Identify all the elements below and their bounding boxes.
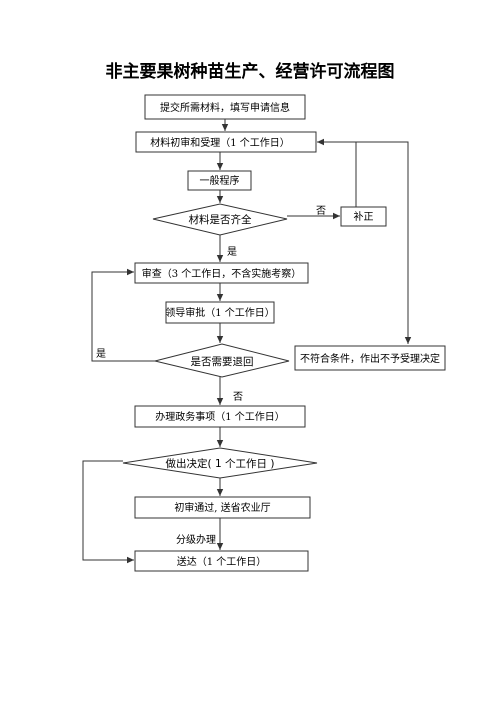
edge-label-no-continue: 否 xyxy=(233,391,243,403)
arrow-to-not-qualified xyxy=(317,141,412,344)
node-general-procedure-label: 一般程序 xyxy=(200,174,240,187)
node-supplement-label: 补正 xyxy=(354,210,374,223)
node-general-procedure: 一般程序 xyxy=(187,170,252,191)
node-need-return: 是否需要退回 xyxy=(154,343,290,378)
connectors xyxy=(82,119,412,564)
node-review-label: 审查（3 个工作日，不含实施考察） xyxy=(142,267,302,280)
node-make-decision: 做出决定( 1 个工作日 ) xyxy=(122,447,318,479)
node-leader-approval-label: 领导审批（1 个工作日） xyxy=(165,306,275,319)
node-handle-affairs: 办理政务事项（1 个工作日） xyxy=(134,405,306,428)
node-handle-affairs-label: 办理政务事项（1 个工作日） xyxy=(155,410,285,423)
node-supplement: 补正 xyxy=(340,206,387,227)
edge-label-graded-handling: 分级办理 xyxy=(176,533,216,546)
edge-label-no-supplement: 否 xyxy=(316,205,326,217)
node-initial-review: 材料初审和受理（1 个工作日） xyxy=(135,131,317,153)
edge-label-yes-review: 是 xyxy=(227,246,237,258)
node-review: 审查（3 个工作日，不含实施考察） xyxy=(134,262,309,284)
node-preliminary-pass-label: 初审通过, 送省农业厅 xyxy=(174,501,270,514)
node-deliver: 送达（1 个工作日） xyxy=(134,550,309,572)
arrow-supplement-back xyxy=(317,138,357,207)
arrow-yes-return-loop xyxy=(91,268,155,362)
node-need-return-label: 是否需要退回 xyxy=(191,356,254,368)
edge-label-yes-return: 是 xyxy=(96,348,106,360)
node-materials-complete: 材料是否齐全 xyxy=(152,203,288,236)
node-submit: 提交所需材料，填写申请信息 xyxy=(144,94,306,120)
node-not-qualified: 不符合条件，作出不予受理决定 xyxy=(294,345,446,371)
node-materials-complete-label: 材料是否齐全 xyxy=(189,213,252,226)
node-not-qualified-label: 不符合条件，作出不予受理决定 xyxy=(300,352,440,365)
node-make-decision-label: 做出决定( 1 个工作日 ) xyxy=(166,457,275,470)
arrow-decision-to-deliver xyxy=(82,460,134,564)
page-title: 非主要果树种苗生产、经营许可流程图 xyxy=(106,61,395,82)
node-deliver-label: 送达（1 个工作日） xyxy=(177,555,267,568)
node-submit-label: 提交所需材料，填写申请信息 xyxy=(160,101,290,114)
node-initial-review-label: 材料初审和受理（1 个工作日） xyxy=(150,136,290,149)
node-leader-approval: 领导审批（1 个工作日） xyxy=(165,301,275,324)
node-preliminary-pass: 初审通过, 送省农业厅 xyxy=(134,496,311,519)
